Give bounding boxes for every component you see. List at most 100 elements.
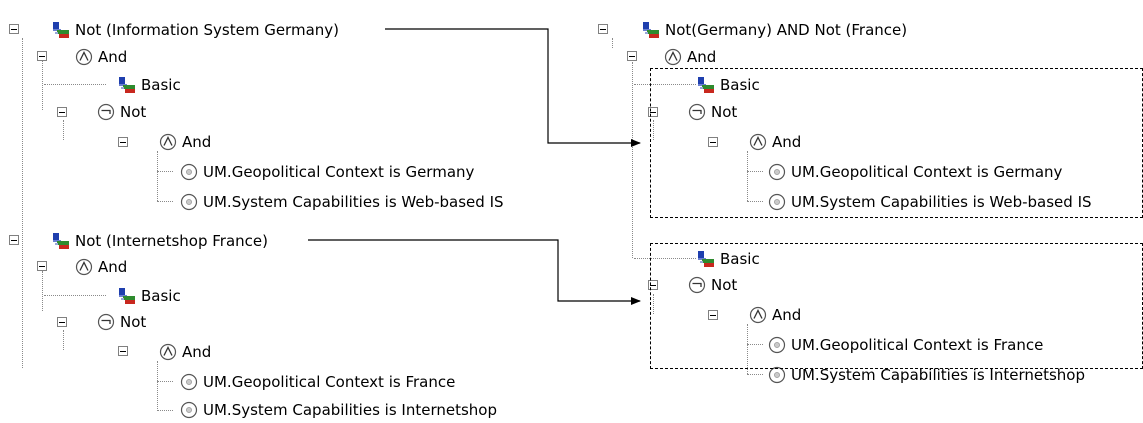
tree-node-condition[interactable]: UM.System Capabilities is Web-based IS: [180, 191, 504, 213]
and-operator-icon: [749, 133, 767, 151]
node-label: UM.Geopolitical Context is France: [791, 336, 1044, 354]
collapse-toggle[interactable]: [598, 24, 608, 34]
tree-guide-line: [42, 271, 43, 311]
collapse-toggle[interactable]: [648, 280, 658, 290]
tree-node-not[interactable]: Not: [688, 274, 737, 296]
collapse-toggle[interactable]: [37, 51, 47, 61]
node-label: And: [182, 133, 212, 151]
and-operator-icon: [75, 258, 93, 276]
and-operator-icon: [749, 306, 767, 324]
condition-icon: [768, 366, 786, 384]
tree-node-condition[interactable]: UM.System Capabilities is Internetshop: [768, 364, 1085, 386]
collapse-toggle[interactable]: [118, 137, 128, 147]
tree-guide-line: [747, 324, 748, 374]
tree-node-and[interactable]: And: [749, 131, 801, 153]
tree-guide-line: [653, 294, 654, 314]
tree-node-not[interactable]: Not: [97, 101, 146, 123]
collapse-toggle[interactable]: [37, 261, 47, 271]
tree-guide-line: [634, 84, 696, 85]
node-label: Not: [711, 276, 738, 294]
tree-guide-line: [632, 62, 633, 258]
not-operator-icon: [688, 276, 706, 294]
tree-guide-line: [42, 61, 43, 110]
not-operator-icon: [97, 313, 115, 331]
collapse-toggle[interactable]: [708, 137, 718, 147]
tree-node-not[interactable]: Not: [97, 311, 146, 333]
node-label: Basic: [141, 287, 181, 305]
tree-node-basic[interactable]: Basic: [118, 285, 181, 307]
tree-guide-line: [747, 151, 748, 201]
collapse-toggle[interactable]: [118, 346, 128, 356]
node-label: Not (Information System Germany): [75, 21, 339, 39]
condition-icon: [180, 193, 198, 211]
collapse-toggle[interactable]: [9, 235, 19, 245]
tree-node-condition[interactable]: UM.Geopolitical Context is France: [768, 334, 1043, 356]
tree-guide-line: [747, 374, 763, 375]
tree-node-and[interactable]: And: [159, 131, 211, 153]
tree-guide-line: [157, 381, 173, 382]
concept-icon: [118, 287, 136, 305]
tree-guide-line: [44, 295, 106, 296]
tree-node-condition[interactable]: UM.Geopolitical Context is Germany: [180, 161, 474, 183]
not-operator-icon: [688, 103, 706, 121]
collapse-toggle[interactable]: [57, 317, 67, 327]
node-label: UM.Geopolitical Context is Germany: [791, 163, 1063, 181]
collapse-toggle[interactable]: [57, 107, 67, 117]
arrow-germany-to-group1: [385, 28, 641, 147]
tree-guide-line: [747, 201, 763, 202]
not-operator-icon: [97, 103, 115, 121]
condition-icon: [180, 163, 198, 181]
tree-node-and[interactable]: And: [75, 256, 127, 278]
collapse-toggle[interactable]: [9, 24, 19, 34]
concept-icon: [697, 76, 715, 94]
tree-guide-line: [63, 120, 64, 140]
tree-node-basic[interactable]: Basic: [697, 74, 760, 96]
collapse-toggle[interactable]: [648, 107, 658, 117]
node-label: And: [772, 133, 802, 151]
tree-guide-line: [612, 38, 613, 48]
tree-node-condition[interactable]: UM.System Capabilities is Internetshop: [180, 399, 497, 421]
tree-node-condition[interactable]: UM.System Capabilities is Web-based IS: [768, 191, 1092, 213]
node-label: UM.System Capabilities is Web-based IS: [791, 193, 1092, 211]
node-label: Not(Germany) AND Not (France): [665, 21, 908, 39]
node-label: UM.Geopolitical Context is Germany: [203, 163, 475, 181]
tree-guide-line: [44, 84, 106, 85]
and-operator-icon: [159, 343, 177, 361]
node-label: Basic: [141, 76, 181, 94]
and-operator-icon: [159, 133, 177, 151]
tree-node-root[interactable]: Not (Internetshop France): [52, 230, 268, 252]
tree-guide-line: [157, 361, 158, 411]
tree-node-condition[interactable]: UM.Geopolitical Context is France: [180, 371, 455, 393]
tree-node-root[interactable]: Not(Germany) AND Not (France): [642, 19, 907, 41]
node-label: UM.System Capabilities is Internetshop: [203, 401, 497, 419]
tree-node-and[interactable]: And: [749, 304, 801, 326]
tree-guide-line: [157, 171, 173, 172]
tree-node-condition[interactable]: UM.Geopolitical Context is Germany: [768, 161, 1062, 183]
tree-guide-line: [157, 151, 158, 201]
tree-node-not[interactable]: Not: [688, 101, 737, 123]
tree-node-basic[interactable]: Basic: [697, 248, 760, 270]
tree-node-root[interactable]: Not (Information System Germany): [52, 19, 339, 41]
concept-icon: [118, 76, 136, 94]
tree-node-and[interactable]: And: [75, 46, 127, 68]
tree-node-and[interactable]: And: [664, 46, 716, 68]
node-label: Not (Internetshop France): [75, 232, 268, 250]
node-label: And: [98, 258, 128, 276]
tree-guide-line: [634, 258, 696, 259]
tree-guide-line: [747, 344, 763, 345]
tree-guide-line: [22, 38, 23, 368]
node-label: Basic: [720, 76, 760, 94]
collapse-toggle[interactable]: [708, 310, 718, 320]
arrow-france-to-group2: [308, 239, 641, 305]
node-label: Not: [711, 103, 738, 121]
node-label: Basic: [720, 250, 760, 268]
and-operator-icon: [75, 48, 93, 66]
collapse-toggle[interactable]: [627, 51, 637, 61]
tree-guide-line: [157, 410, 173, 411]
node-label: And: [98, 48, 128, 66]
condition-icon: [768, 193, 786, 211]
tree-node-and[interactable]: And: [159, 341, 211, 363]
tree-node-basic[interactable]: Basic: [118, 74, 181, 96]
node-label: Not: [120, 313, 147, 331]
